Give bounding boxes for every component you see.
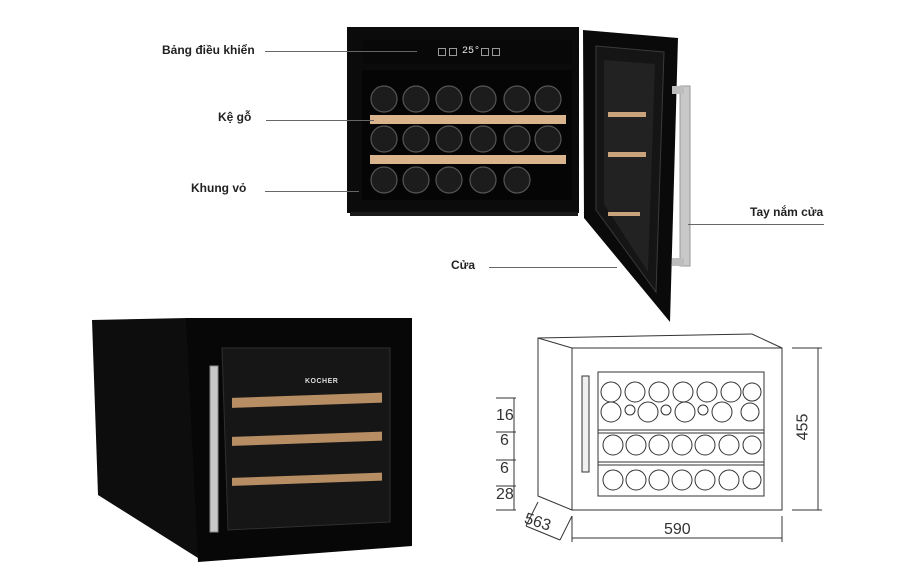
bottle-row-1 [370, 85, 562, 113]
callout-frame: Khung vỏ [191, 181, 247, 195]
leader-door-handle [688, 224, 824, 225]
control-button-left-1[interactable] [438, 48, 446, 56]
front-shelf-3 [232, 472, 382, 486]
open-cooler-photo: 25° Bảng điều khiển Kệ gỗ Khung vỏ Tay n… [162, 27, 824, 322]
front-shelf-1 [232, 392, 382, 408]
control-button-right-1[interactable] [481, 48, 489, 56]
brand-logo: KOCHER [305, 378, 339, 385]
dim-stack-4: 28 [496, 486, 514, 503]
callout-wooden-shelf: Kệ gỗ [218, 110, 252, 124]
dim-stack-3: 6 [500, 460, 509, 477]
leader-frame [265, 191, 359, 192]
dim-height: 455 [794, 413, 812, 441]
closed-cooler-photo: KOCHER [0, 300, 460, 576]
dim-width: 590 [664, 521, 691, 538]
front-door-handle [209, 365, 219, 533]
wooden-shelf-1 [370, 115, 566, 124]
door-handle [679, 85, 691, 267]
leader-control-panel [265, 51, 417, 52]
open-cooler-illustration [347, 27, 691, 322]
drawing-bottles-top [600, 381, 762, 423]
callout-door-handle: Tay nắm cửa [750, 205, 824, 219]
dimension-drawing-lines [496, 333, 822, 542]
drawing-bottles-mid [602, 434, 762, 456]
dim-stack-2: 6 [500, 432, 509, 449]
callout-control-panel: Bảng điều khiển [162, 43, 255, 57]
wooden-shelf-2 [370, 155, 566, 164]
drawing-bottles-bottom [602, 469, 762, 491]
control-panel-display: 25° [462, 46, 481, 57]
control-button-left-2[interactable] [449, 48, 457, 56]
bottle-row-2 [370, 125, 562, 153]
front-shelf-2 [232, 431, 382, 446]
dimension-drawing: 455 590 563 16 6 6 28 [470, 320, 903, 576]
control-button-right-2[interactable] [492, 48, 500, 56]
callout-door: Cửa [451, 258, 476, 272]
closed-cooler-illustration [92, 318, 412, 562]
bottle-row-3 [370, 166, 531, 194]
leader-door [489, 267, 617, 268]
leader-wooden-shelf [266, 120, 374, 121]
dim-stack-1: 16 [496, 407, 514, 424]
